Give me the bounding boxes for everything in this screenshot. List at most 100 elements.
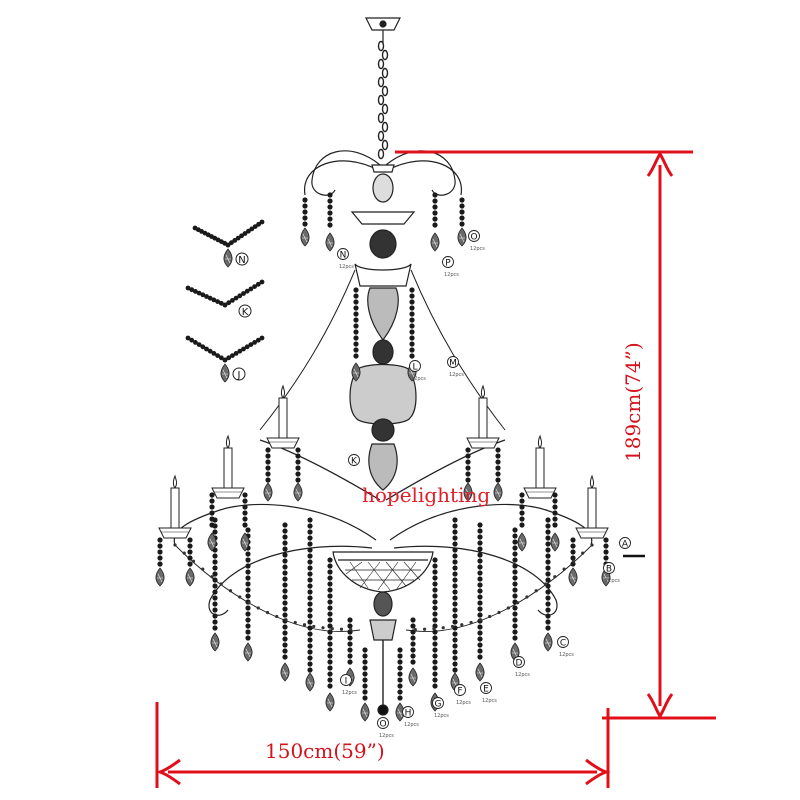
crystal-bead <box>245 551 251 557</box>
crystal-bead <box>362 665 368 671</box>
callout-note: 12pcs <box>444 272 459 278</box>
crystal-bead <box>409 293 415 299</box>
crystal-bead <box>519 504 525 510</box>
crystal-bead <box>282 522 288 528</box>
crystal-bead <box>353 299 359 305</box>
swag-bead <box>590 543 594 547</box>
crystal-bead <box>327 605 333 611</box>
crystal-strands <box>157 192 609 701</box>
crystal-bead <box>409 329 415 335</box>
crystal-bead <box>282 636 288 642</box>
crystal-drop <box>568 567 578 587</box>
crystal-bead <box>570 549 576 555</box>
crystal-bead <box>452 631 458 637</box>
crystal-bead <box>465 465 471 471</box>
crystal-bead <box>295 477 301 483</box>
crystal-bead <box>409 341 415 347</box>
swag-bead <box>256 606 260 610</box>
crystal-bead <box>327 575 333 581</box>
crystal-bead <box>512 635 518 641</box>
crystal-bead <box>519 516 525 522</box>
crystal-bead <box>397 659 403 665</box>
crystal-bead <box>307 571 313 577</box>
callout-letter: O <box>470 233 477 243</box>
crystal-bead <box>327 677 333 683</box>
crystal-bead <box>282 552 288 558</box>
callout-note: 12pcs <box>559 652 574 658</box>
swag-bead <box>506 606 510 610</box>
crystal-bead <box>452 655 458 661</box>
crystal-bead <box>477 594 483 600</box>
legend-strand-letter: N <box>238 255 245 266</box>
callout-note: 12pcs <box>515 672 530 678</box>
crystal-bead <box>242 498 248 504</box>
crystal-bead <box>545 595 551 601</box>
crystal-bead <box>432 222 438 228</box>
crystal-bead <box>307 607 313 613</box>
crystal-bead <box>327 557 333 563</box>
crystal-bead <box>362 647 368 653</box>
crystal-drop <box>263 482 273 502</box>
crystal-bead <box>452 601 458 607</box>
crystal-bead <box>603 543 609 549</box>
crystal-bead <box>477 642 483 648</box>
crystal-bead <box>477 540 483 546</box>
crystal-bead <box>302 215 308 221</box>
crystal-bead <box>295 447 301 453</box>
crystal-bead <box>410 647 416 653</box>
crystal-bead <box>512 611 518 617</box>
crystal-bead <box>397 671 403 677</box>
crystal-bead <box>347 653 353 659</box>
crystal-bead <box>353 311 359 317</box>
swag-bead <box>247 601 251 605</box>
swag-bead <box>571 559 576 563</box>
crystal-bead <box>432 635 438 641</box>
crystal-bead <box>353 305 359 311</box>
crystal-bead <box>307 577 313 583</box>
crystal-bead <box>545 529 551 535</box>
crystal-bead <box>242 516 248 522</box>
crystal-drop <box>493 482 503 502</box>
crystal-bead <box>452 649 458 655</box>
crystal-bead <box>432 641 438 647</box>
crystal-bead <box>409 335 415 341</box>
crystal-bead <box>570 561 576 567</box>
swag-bead <box>450 624 455 629</box>
crystal-bead <box>265 477 271 483</box>
swag-bead <box>469 620 473 625</box>
swag-bead <box>516 601 520 605</box>
crystal-bead <box>452 535 458 541</box>
crystal-bead <box>212 571 218 577</box>
crystal-bead <box>212 523 218 529</box>
crystal-bead <box>432 198 438 204</box>
crystal-bead <box>307 535 313 541</box>
crystal-bead <box>327 587 333 593</box>
crystal-bead <box>452 643 458 649</box>
strand-legend: NKJ <box>185 219 265 383</box>
crystal-bead <box>397 653 403 659</box>
crystal-bead <box>432 605 438 611</box>
callout-note: 12pcs <box>605 578 620 584</box>
crystal-bead <box>603 549 609 555</box>
crystal-bead <box>157 555 163 561</box>
crystal-bead <box>452 667 458 673</box>
crystal-bead <box>519 498 525 504</box>
crystal-bead <box>307 649 313 655</box>
crystal-bead <box>327 623 333 629</box>
crystal-bead <box>282 648 288 654</box>
crystal-bead <box>512 623 518 629</box>
crystal-bead <box>187 555 193 561</box>
crystal-drop <box>408 667 418 687</box>
crystal-bead <box>545 601 551 607</box>
crystal-bead <box>495 459 501 465</box>
crystal-bead <box>452 607 458 613</box>
callout-letter: C <box>560 639 566 649</box>
crystal-bead <box>459 197 465 203</box>
crystal-bead <box>327 222 333 228</box>
crystal-bead <box>327 192 333 198</box>
callout-letter: F <box>457 687 462 697</box>
crystal-bead <box>302 221 308 227</box>
crystal-bead <box>545 559 551 565</box>
